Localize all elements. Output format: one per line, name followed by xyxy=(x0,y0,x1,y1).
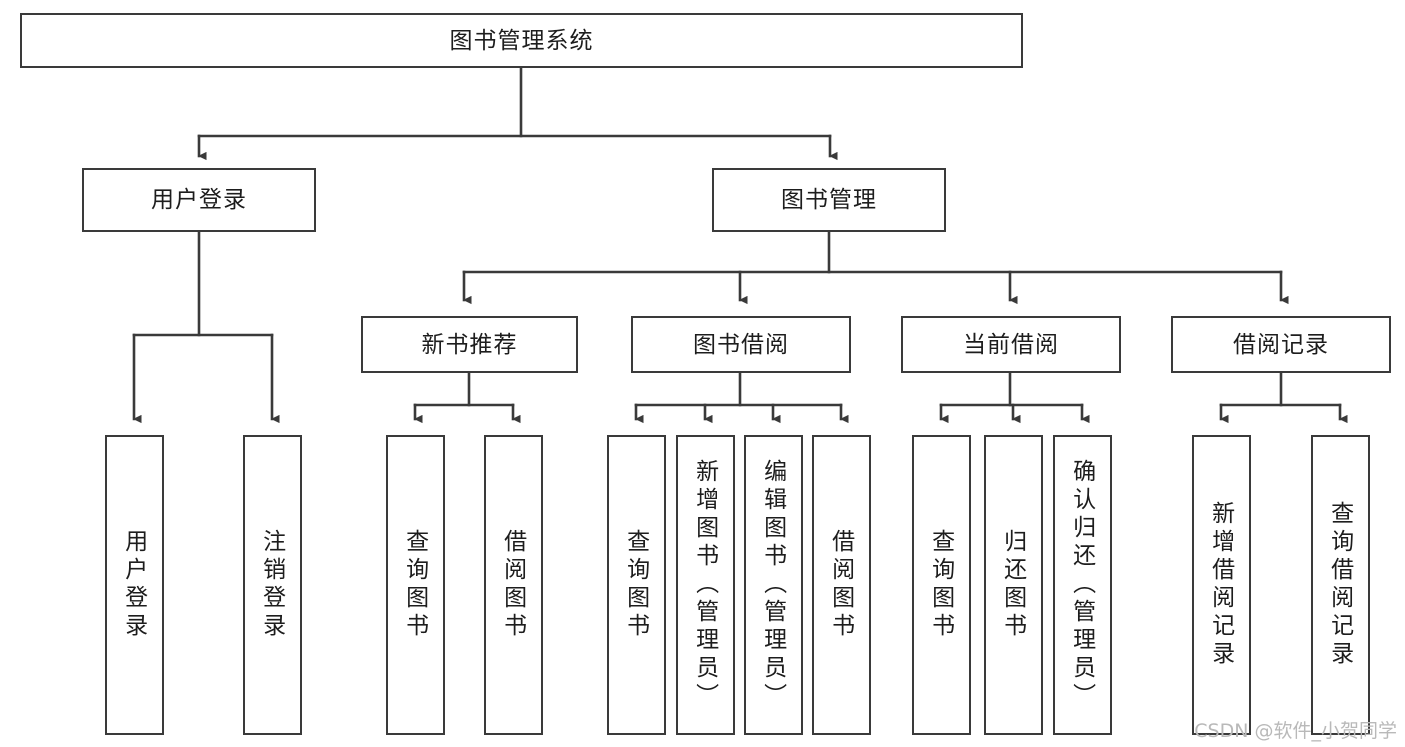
node-label: 新增借阅记录 xyxy=(1208,501,1235,669)
node-leaf-user-logout[interactable]: 注销登录 xyxy=(243,435,302,735)
node-leaf-query-book-3[interactable]: 查询图书 xyxy=(912,435,971,735)
node-leaf-query-book-1[interactable]: 查询图书 xyxy=(386,435,445,735)
node-user-login[interactable]: 用户登录 xyxy=(82,168,316,232)
node-label: 查询图书 xyxy=(623,529,650,641)
node-label: 新书推荐 xyxy=(421,330,518,357)
node-label: 用户登录 xyxy=(151,186,247,213)
node-label: 借阅图书 xyxy=(828,529,855,641)
node-leaf-confirm-return[interactable]: 确认归还（管理员） xyxy=(1053,435,1112,735)
node-label: 查询图书 xyxy=(928,529,955,641)
node-label: 借阅图书 xyxy=(500,529,527,641)
node-leaf-borrow-book-2[interactable]: 借阅图书 xyxy=(812,435,871,735)
node-book-borrow[interactable]: 图书借阅 xyxy=(631,316,851,373)
node-label: 注销登录 xyxy=(259,529,286,641)
node-label: 归还图书 xyxy=(1000,529,1027,641)
node-label: 当前借阅 xyxy=(963,330,1059,357)
node-new-book-recommend[interactable]: 新书推荐 xyxy=(361,316,578,373)
node-borrow-record[interactable]: 借阅记录 xyxy=(1171,316,1391,373)
node-label: 确认归还（管理员） xyxy=(1069,459,1096,711)
node-leaf-query-record[interactable]: 查询借阅记录 xyxy=(1311,435,1370,735)
node-label: 借阅记录 xyxy=(1233,330,1329,357)
node-label: 查询图书 xyxy=(402,529,429,641)
node-label: 图书借阅 xyxy=(693,330,789,357)
node-leaf-borrow-book-1[interactable]: 借阅图书 xyxy=(484,435,543,735)
node-leaf-add-book[interactable]: 新增图书（管理员） xyxy=(676,435,735,735)
node-current-borrow[interactable]: 当前借阅 xyxy=(901,316,1121,373)
node-leaf-query-book-2[interactable]: 查询图书 xyxy=(607,435,666,735)
node-label: 新增图书（管理员） xyxy=(692,459,719,711)
node-leaf-user-login[interactable]: 用户登录 xyxy=(105,435,164,735)
node-label: 用户登录 xyxy=(121,529,148,641)
node-root-system[interactable]: 图书管理系统 xyxy=(20,13,1023,68)
node-label: 查询借阅记录 xyxy=(1327,501,1354,669)
node-leaf-edit-book[interactable]: 编辑图书（管理员） xyxy=(744,435,803,735)
csdn-watermark: CSDN @软件_小贺同学 xyxy=(1194,720,1397,742)
node-leaf-add-record[interactable]: 新增借阅记录 xyxy=(1192,435,1251,735)
node-book-manage[interactable]: 图书管理 xyxy=(712,168,946,232)
node-label: 图书管理系统 xyxy=(449,26,594,53)
node-leaf-return-book[interactable]: 归还图书 xyxy=(984,435,1043,735)
node-label: 编辑图书（管理员） xyxy=(760,459,787,711)
node-label: 图书管理 xyxy=(781,186,877,213)
